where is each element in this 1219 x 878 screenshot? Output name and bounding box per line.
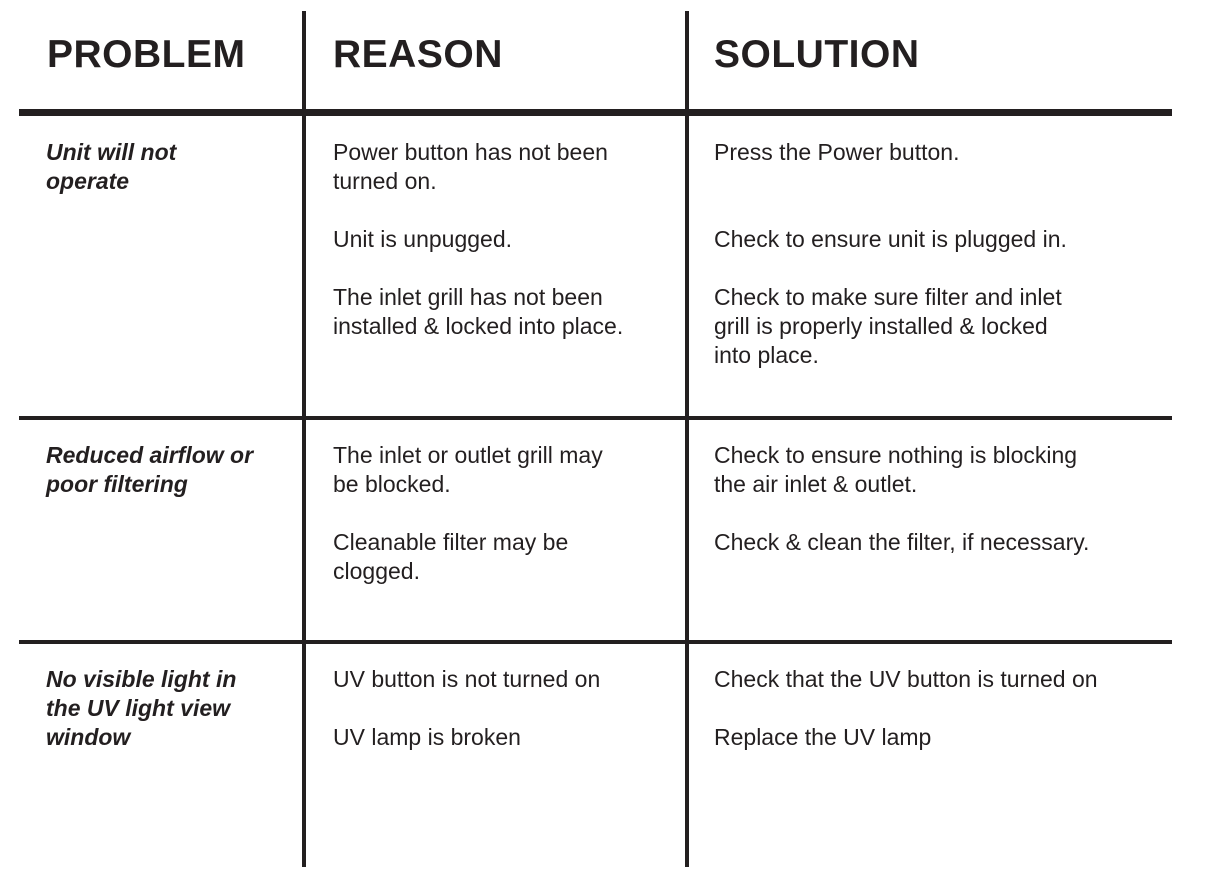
- row-divider-1: [19, 416, 1172, 420]
- reason-text: Unit is unpugged.: [333, 226, 513, 252]
- header-solution: SOLUTION: [714, 33, 920, 76]
- header-divider: [19, 109, 1172, 116]
- header-problem: PROBLEM: [47, 33, 246, 76]
- solution-text: Check to ensure unit is plugged in.: [714, 226, 1067, 252]
- reason-text: Power button has not been turned on.: [333, 139, 608, 194]
- row-divider-2: [19, 640, 1172, 644]
- column-divider-2: [685, 11, 689, 867]
- problem-cell: Unit will not operate: [46, 139, 177, 194]
- reason-text: The inlet grill has not been installed &…: [333, 284, 624, 339]
- problem-cell: Reduced airflow or poor filtering: [46, 442, 254, 497]
- solution-text: Press the Power button.: [714, 139, 960, 165]
- solution-text: Check to make sure filter and inlet gril…: [714, 284, 1062, 368]
- solution-text: Check that the UV button is turned on: [714, 666, 1098, 692]
- reason-text: Cleanable filter may be clogged.: [333, 529, 569, 584]
- reason-text: The inlet or outlet grill may be blocked…: [333, 442, 603, 497]
- solution-text: Check & clean the filter, if necessary.: [714, 529, 1090, 555]
- problem-cell: No visible light in the UV light view wi…: [46, 666, 237, 750]
- solution-text: Check to ensure nothing is blocking the …: [714, 442, 1078, 497]
- header-reason: REASON: [333, 33, 503, 76]
- reason-text: UV lamp is broken: [333, 724, 521, 750]
- solution-text: Replace the UV lamp: [714, 724, 932, 750]
- column-divider-1: [302, 11, 306, 867]
- reason-text: UV button is not turned on: [333, 666, 601, 692]
